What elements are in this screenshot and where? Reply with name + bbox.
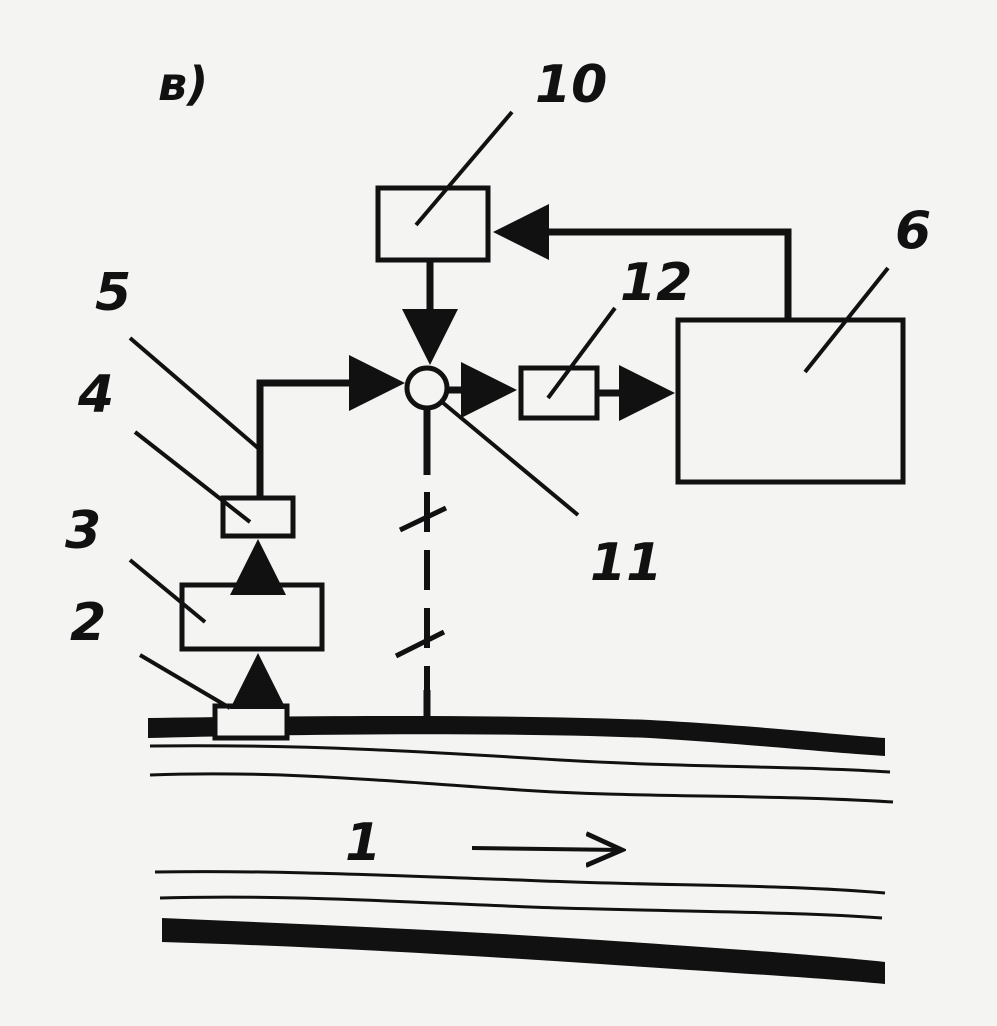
pipe-top-wall	[148, 716, 885, 756]
pipe-bottom-inner-line-2	[159, 895, 883, 920]
computer-label: 6	[895, 201, 931, 261]
line-5-leader	[128, 336, 260, 450]
sensor-leader	[138, 653, 232, 710]
pipe: 1	[148, 716, 894, 984]
line-5-label: 5	[95, 263, 131, 323]
block-12-label: 12	[620, 253, 692, 313]
block-4	[220, 495, 296, 539]
block-10	[375, 185, 491, 263]
block-3-label: 3	[65, 501, 101, 561]
break-mark-upper	[398, 505, 448, 533]
block-4-label: 4	[77, 365, 114, 425]
computer-leader	[803, 266, 890, 374]
junction-node	[404, 365, 450, 411]
computer-block	[675, 317, 906, 485]
sensor-box	[212, 703, 290, 741]
pipe-top-inner-line-2	[149, 772, 894, 804]
break-mark-lower	[394, 629, 446, 659]
block-10-label: 10	[535, 55, 607, 115]
block-12	[518, 365, 600, 421]
feedback-line-6-to-10	[493, 204, 792, 320]
pipe-bottom-inner-line-1	[154, 870, 886, 895]
block-10-leader	[414, 110, 514, 227]
pipe-top-inner-line-1	[149, 744, 891, 774]
line-5	[256, 355, 405, 498]
pipe-bottom-wall	[162, 918, 885, 984]
pipe-label: 1	[345, 813, 381, 873]
flow-arrow	[471, 848, 622, 850]
block-3	[179, 582, 325, 652]
figure-label: в)	[158, 57, 208, 111]
block-3-leader	[128, 558, 207, 624]
sensor-label: 2	[70, 593, 106, 653]
block-12-leader	[546, 306, 617, 400]
block-4-leader	[133, 430, 252, 524]
junction-label: 11	[590, 533, 662, 593]
junction-leader	[440, 400, 580, 517]
